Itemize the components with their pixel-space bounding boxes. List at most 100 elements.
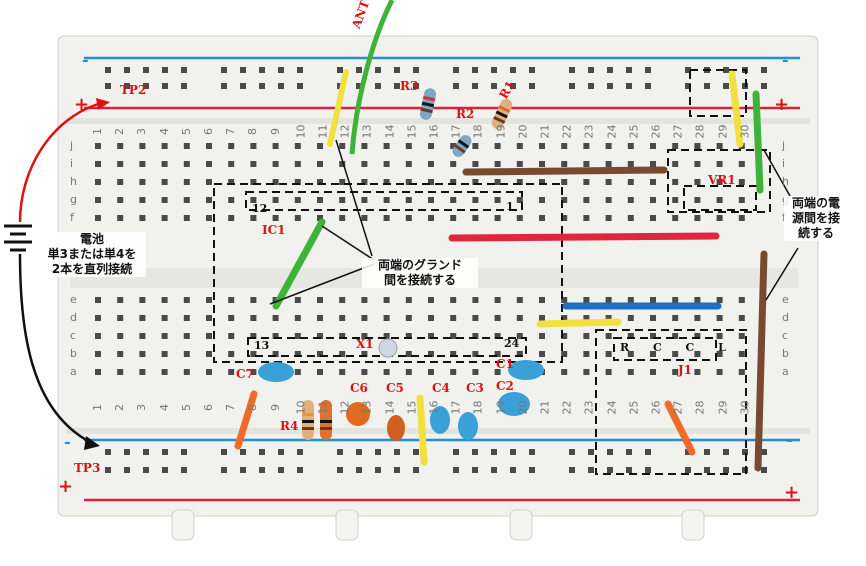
hole — [645, 449, 651, 455]
column-number: 6 — [202, 128, 215, 135]
jumper-wire-yellow-middle — [536, 318, 622, 328]
hole — [516, 179, 523, 185]
hole — [375, 83, 381, 89]
hole — [139, 161, 146, 167]
hole — [250, 369, 257, 375]
hole — [228, 197, 235, 203]
row-letter: e — [70, 293, 77, 306]
capacitor-c1 — [508, 360, 544, 380]
hole — [561, 179, 568, 185]
hole — [405, 197, 412, 203]
hole — [738, 161, 745, 167]
hole — [494, 315, 501, 321]
column-number: 28 — [693, 124, 707, 139]
hole — [95, 197, 101, 203]
column-number: 25 — [627, 400, 641, 415]
label-ic-pin24: 24 — [504, 337, 520, 350]
hole — [672, 215, 679, 221]
breadboard-foot — [681, 509, 705, 541]
hole — [472, 215, 479, 221]
jumper-wire-yellow-vr — [728, 70, 744, 148]
hole — [383, 197, 390, 203]
hole — [539, 315, 545, 321]
hole — [583, 161, 590, 167]
hole — [405, 333, 412, 339]
j1-pins-outline — [613, 337, 717, 361]
column-number: 19 — [494, 400, 508, 415]
resistor-r1 — [491, 98, 513, 130]
hole — [716, 351, 723, 357]
hole — [491, 449, 497, 455]
hole — [738, 297, 745, 303]
column-number: 15 — [405, 400, 419, 415]
hole — [516, 143, 523, 149]
hole — [394, 467, 400, 473]
hole — [317, 315, 323, 321]
hole — [183, 161, 190, 167]
battery-note-line2: 単3または単4を — [47, 247, 137, 261]
label-c7: C7 — [236, 367, 254, 381]
hole — [510, 83, 516, 89]
hole — [529, 67, 535, 73]
hole — [317, 161, 323, 167]
hole — [694, 297, 701, 303]
hole — [143, 467, 149, 473]
hole — [738, 351, 745, 357]
hole — [583, 215, 590, 221]
column-number: 4 — [157, 404, 171, 411]
capacitor-c2 — [498, 392, 530, 416]
hole — [405, 215, 412, 221]
hole — [627, 161, 634, 167]
hole — [139, 197, 146, 203]
hole — [240, 449, 246, 455]
hole — [361, 369, 368, 375]
hole — [240, 83, 246, 89]
hole — [491, 467, 497, 473]
hole — [394, 67, 400, 73]
hole — [356, 83, 362, 89]
resistor-r4b — [320, 400, 332, 440]
column-number: 30 — [738, 400, 752, 415]
hole — [450, 179, 457, 185]
hole — [294, 333, 301, 339]
column-number: 30 — [738, 124, 752, 139]
hole — [672, 369, 679, 375]
hole — [428, 369, 434, 375]
hole — [561, 197, 568, 203]
hole — [516, 215, 523, 221]
hole — [394, 449, 400, 455]
hole — [672, 297, 679, 303]
jumper-wire-brown-power — [754, 250, 768, 472]
hole — [206, 161, 212, 167]
hole — [161, 179, 168, 185]
hole — [672, 197, 679, 203]
hole — [162, 467, 168, 473]
label-tp2: TP2 — [120, 83, 147, 97]
hole — [494, 333, 501, 339]
column-number: 21 — [538, 400, 552, 415]
hole — [162, 83, 168, 89]
hole — [472, 67, 478, 73]
hole — [627, 179, 634, 185]
column-number: 18 — [471, 400, 485, 415]
hole — [228, 333, 235, 339]
column-number: 20 — [516, 124, 530, 139]
label-c4: C4 — [432, 381, 450, 395]
column-number: 1 — [91, 404, 104, 411]
hole — [583, 315, 590, 321]
hole — [105, 83, 111, 89]
ic1-top-pins-outline — [245, 191, 523, 211]
hole — [117, 179, 124, 185]
hole — [139, 143, 146, 149]
row-letter: e — [782, 293, 789, 306]
hole — [272, 315, 279, 321]
row-letter: a — [782, 365, 789, 378]
column-number: 10 — [294, 400, 308, 415]
hole — [472, 83, 478, 89]
hole — [272, 197, 279, 203]
hole — [627, 143, 634, 149]
hole — [588, 467, 594, 473]
hole — [105, 67, 111, 73]
row-letter: h — [70, 175, 77, 188]
hole — [413, 67, 419, 73]
